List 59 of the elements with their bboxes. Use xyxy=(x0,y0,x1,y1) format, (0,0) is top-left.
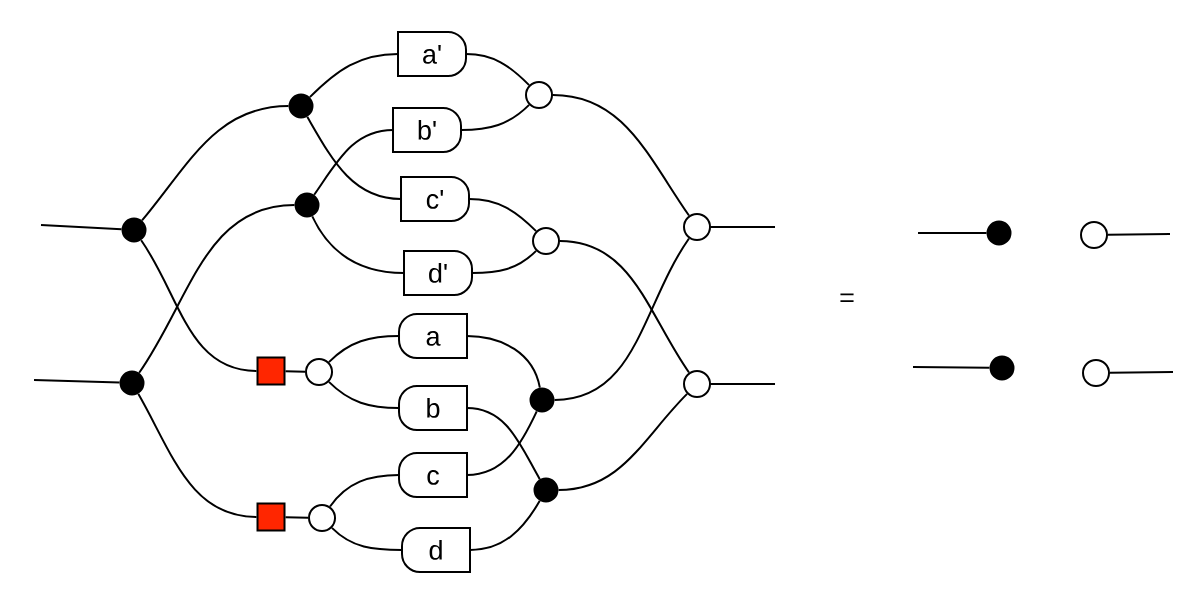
gate-box: a' xyxy=(397,31,467,77)
gate-box: c' xyxy=(400,176,470,222)
wire xyxy=(40,224,123,231)
gate-box: b xyxy=(398,385,468,431)
open-circle xyxy=(308,504,336,532)
wire xyxy=(308,53,399,99)
wire xyxy=(284,370,306,373)
wire xyxy=(466,335,541,389)
square-marker xyxy=(256,502,286,532)
gate-box: a xyxy=(398,313,468,359)
wire xyxy=(330,526,403,551)
open-circle xyxy=(683,370,711,398)
open-circle xyxy=(305,358,333,386)
dot xyxy=(119,370,145,396)
wire xyxy=(306,115,402,200)
wire xyxy=(327,380,400,409)
wire xyxy=(1109,371,1174,374)
wire xyxy=(137,392,258,518)
dot xyxy=(533,477,559,503)
wire xyxy=(460,103,531,131)
dot xyxy=(989,355,1015,381)
wire xyxy=(559,240,690,374)
wire xyxy=(469,499,541,551)
wire xyxy=(329,474,400,508)
wire xyxy=(710,226,776,228)
wire xyxy=(141,105,290,222)
open-circle xyxy=(532,227,560,255)
dot xyxy=(986,220,1012,246)
wire xyxy=(140,239,258,372)
wire xyxy=(327,335,400,364)
dot xyxy=(121,217,147,243)
gate-box: d' xyxy=(403,250,473,296)
gate-box: c xyxy=(398,452,468,498)
wire xyxy=(284,516,309,519)
wire xyxy=(557,392,689,491)
square-marker xyxy=(256,356,286,386)
open-circle xyxy=(1082,359,1110,387)
wire xyxy=(1107,233,1171,236)
dot xyxy=(294,192,320,218)
wire xyxy=(33,379,121,384)
open-circle xyxy=(1080,221,1108,249)
wire xyxy=(468,198,538,233)
wire xyxy=(465,53,531,87)
wire xyxy=(553,237,690,401)
wire xyxy=(138,204,296,374)
gate-box: d xyxy=(401,527,471,573)
gate-box: b' xyxy=(392,107,462,153)
wire xyxy=(311,215,405,274)
wire xyxy=(471,249,538,274)
open-circle xyxy=(525,81,553,109)
wire xyxy=(313,129,394,196)
wire xyxy=(912,366,991,369)
open-circle xyxy=(683,213,711,241)
wire xyxy=(710,383,776,385)
wire xyxy=(552,94,690,217)
equals-sign: = xyxy=(840,293,854,303)
dot xyxy=(529,387,555,413)
wire xyxy=(917,232,988,234)
dot xyxy=(288,93,314,119)
